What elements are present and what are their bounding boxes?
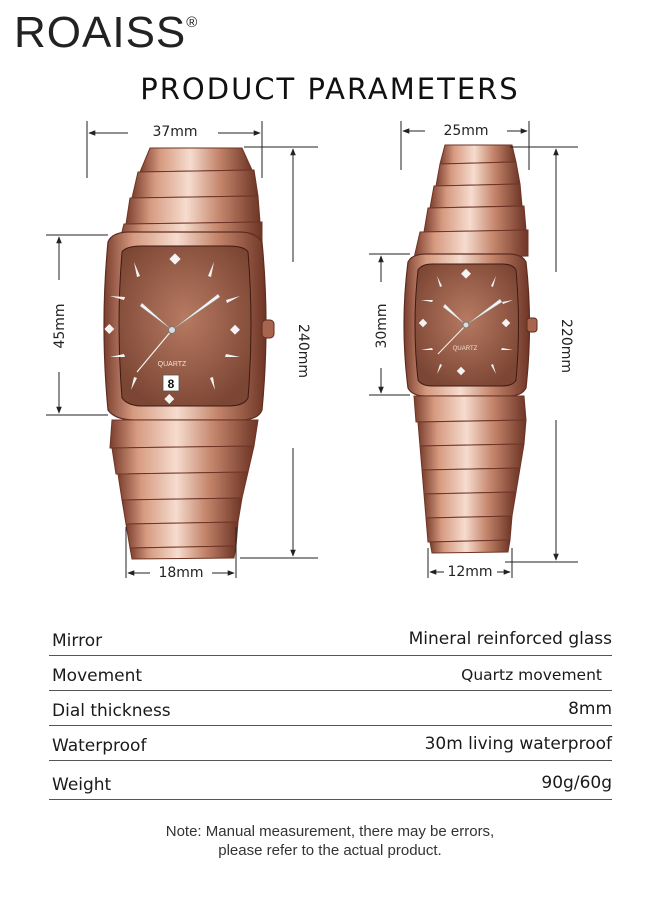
- large-total-length-label: 240mm: [295, 324, 311, 378]
- product-dimension-diagram: 8 QUARTZ: [46, 121, 578, 581]
- large-case-height-label: 45mm: [52, 303, 68, 348]
- param-row-weight: Weight 90g/60g: [49, 761, 612, 800]
- small-watch-dimension-lines: [369, 121, 578, 578]
- parameters-table: Mirror Mineral reinforced glass Movement…: [49, 622, 612, 800]
- large-watch: 8 QUARTZ: [103, 147, 275, 560]
- small-watch-dial-text: QUARTZ: [453, 346, 478, 352]
- large-case-width-label: 37mm: [152, 124, 197, 140]
- large-watch-dial-text: QUARTZ: [158, 361, 187, 368]
- small-band-width-label: 12mm: [447, 564, 492, 580]
- small-case-width-label: 25mm: [443, 123, 488, 139]
- param-row-waterproof: Waterproof 30m living waterproof: [49, 726, 612, 761]
- large-watch-dimension-lines: [46, 121, 318, 578]
- small-watch-crown: [526, 317, 538, 333]
- small-total-length-label: 220mm: [558, 319, 574, 373]
- large-watch-lower-band: [109, 419, 259, 560]
- small-watch-hour-markers: [418, 268, 513, 376]
- param-value: Quartz movement: [461, 666, 602, 684]
- large-watch-upper-band: [117, 147, 263, 249]
- small-watch: QUARTZ: [403, 144, 538, 554]
- large-band-width-label: 18mm: [158, 565, 203, 581]
- large-watch-date: 8: [168, 377, 175, 391]
- large-watch-date-window: [162, 374, 180, 392]
- note-line-1: Note: Manual measurement, there may be e…: [165, 823, 495, 840]
- page-title: PRODUCT PARAMETERS: [140, 72, 520, 106]
- small-watch-lower-band: [413, 395, 527, 554]
- param-value: 90g/60g: [541, 773, 612, 793]
- param-value: Mineral reinforced glass: [408, 629, 612, 649]
- note-line-2: please refer to the actual product.: [218, 842, 442, 859]
- measurement-note: Note: Manual measurement, there may be e…: [0, 822, 660, 860]
- brand-logo: ROAISS®: [14, 8, 198, 58]
- param-value: 30m living waterproof: [424, 734, 612, 754]
- param-value: 8mm: [568, 699, 612, 719]
- small-watch-upper-band: [413, 144, 529, 259]
- registered-mark: ®: [186, 14, 199, 32]
- param-label: Dial thickness: [52, 701, 171, 721]
- param-label: Mirror: [52, 631, 103, 651]
- large-watch-crown: [261, 319, 275, 339]
- small-case-height-label: 30mm: [374, 303, 390, 348]
- param-row-dial-thickness: Dial thickness 8mm: [49, 691, 612, 726]
- param-row-mirror: Mirror Mineral reinforced glass: [49, 622, 612, 656]
- param-label: Movement: [52, 666, 143, 686]
- param-label: Weight: [52, 775, 112, 795]
- small-watch-hands: [437, 298, 503, 355]
- large-watch-dial: [118, 245, 252, 407]
- brand-name: ROAISS: [14, 8, 187, 57]
- large-watch-hands: [136, 293, 221, 373]
- param-row-movement: Movement Quartz movement: [49, 656, 612, 691]
- param-label: Waterproof: [52, 736, 147, 756]
